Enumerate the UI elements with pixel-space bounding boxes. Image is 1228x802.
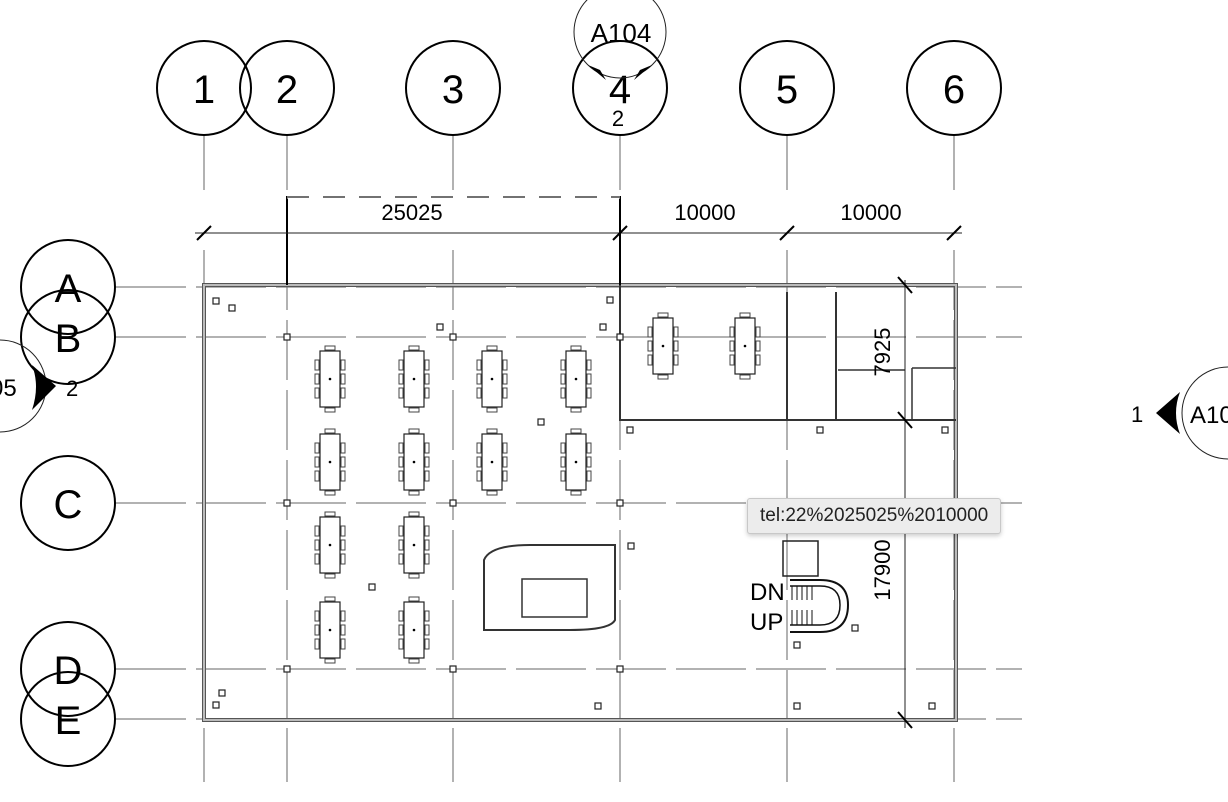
link-tooltip: tel:22%2025025%2010000 [747,498,1002,534]
grid-bubble-1 [156,40,252,136]
dimension-tick [897,276,913,294]
grid-label: 1 [193,68,215,112]
grid-bubble-4 [572,40,668,136]
grid-label: C [54,483,83,527]
grid-bubble-B [20,289,116,385]
column [627,542,635,550]
table [314,428,346,496]
column [283,665,291,673]
column [218,689,226,697]
column [283,499,291,507]
svg-text:2: 2 [66,376,78,401]
grid-label: 5 [776,68,798,112]
column [793,641,801,649]
grid-bubble-2 [239,40,335,136]
table [560,345,592,413]
column [851,624,859,632]
grid-label: 2 [276,68,298,112]
grid-bubble-6 [906,40,1002,136]
grid-bubble-D [20,621,116,717]
grid-bubble-C [20,455,116,551]
column [616,665,624,673]
dimension-tick [612,225,628,241]
table [476,428,508,496]
column [793,702,801,710]
column [816,426,824,434]
grid-bubble-3 [405,40,501,136]
column [599,323,607,331]
svg-text:1: 1 [1131,402,1143,427]
table [729,312,761,380]
grid-label: B [55,317,82,361]
svg-text:05: 05 [0,375,17,402]
grid-bubble-5 [739,40,835,136]
column [449,499,457,507]
column [616,499,624,507]
column [212,297,220,305]
grid-label: 4 [609,68,631,112]
column [449,665,457,673]
furniture: DN UP [212,296,949,710]
grid-bubble-A [20,239,116,335]
column [941,426,949,434]
column [626,426,634,434]
stair-up-label: UP [750,609,783,636]
column [368,583,376,591]
column [449,333,457,341]
table [314,511,346,579]
section-marker-left[interactable]: 05 2 [0,339,78,433]
grid-label: 3 [442,68,464,112]
dimension-tick [196,225,212,241]
table [398,345,430,413]
table [398,596,430,664]
column [212,701,220,709]
dimension-tick [946,225,962,241]
column [283,333,291,341]
grid-label: 6 [943,68,965,112]
table [476,345,508,413]
dimension-tick [897,411,913,429]
dimension-label: 25025 [381,200,442,225]
column [594,702,602,710]
grid-label: E [55,699,82,743]
dimension-label: 17900 [870,539,895,600]
dimension-tick [897,711,913,729]
table [398,511,430,579]
svg-text:A10: A10 [1190,402,1228,429]
column [928,702,936,710]
column [228,304,236,312]
grid-label: A [55,267,82,311]
column [616,333,624,341]
svg-text:A104: A104 [591,18,652,48]
table [314,345,346,413]
dimension-lines: 25025 10000 10000 7925 17900 [195,200,962,729]
dimension-label: 10000 [674,200,735,225]
svg-text:2: 2 [612,106,624,131]
table [398,428,430,496]
dimension-label: 7925 [870,328,895,377]
dimension-tick [779,225,795,241]
column [537,418,545,426]
section-marker-top[interactable]: A104 2 [573,0,667,131]
table [647,312,679,380]
grid-bubble-E [20,671,116,767]
dimension-label: 10000 [840,200,901,225]
table [314,596,346,664]
column [606,296,614,304]
stair-down-label: DN [750,579,785,606]
column [436,323,444,331]
section-marker-right[interactable]: A10 1 [1131,366,1228,460]
table [560,428,592,496]
